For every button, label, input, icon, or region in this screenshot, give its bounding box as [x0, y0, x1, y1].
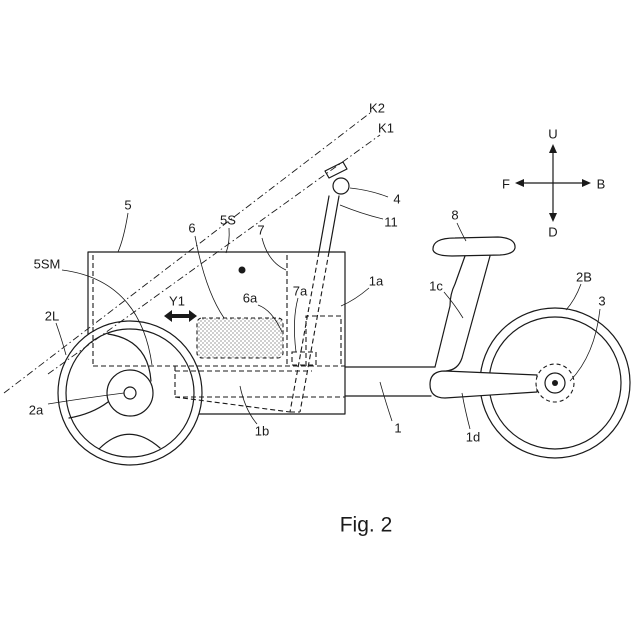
steering-column — [290, 196, 339, 412]
direction-label-up: U — [548, 127, 557, 142]
leader-1b — [240, 386, 257, 424]
seat-tube — [435, 256, 490, 371]
reference-numeral-2B: 2B — [576, 270, 592, 285]
movement-arrow-label: Y1 — [169, 294, 185, 309]
handlebar — [325, 162, 349, 194]
reference-numeral-5S: 5S — [220, 213, 236, 228]
front-frame-section — [306, 316, 341, 366]
leader-11 — [340, 205, 383, 219]
reference-numeral-6a: 6a — [243, 291, 258, 306]
direction-label-front: F — [502, 177, 510, 192]
leader-1 — [380, 382, 392, 421]
direction-label-back: B — [597, 177, 606, 192]
arrow-up-icon — [549, 144, 557, 153]
front-wheel — [58, 321, 202, 465]
saddle — [433, 237, 515, 256]
seat-tube-front-edge — [435, 256, 465, 367]
reference-numeral-6: 6 — [188, 221, 195, 236]
battery-unit — [197, 318, 283, 358]
leader-1d — [462, 393, 470, 429]
reference-numeral-2L: 2L — [45, 309, 59, 324]
front-wheel-tire — [58, 321, 202, 465]
storage-space-point — [239, 267, 246, 274]
steering-column-front-edge — [319, 196, 329, 252]
handlebar-grip — [333, 178, 349, 194]
reference-numeral-5: 5 — [124, 198, 131, 213]
leader-2B — [566, 284, 581, 310]
reference-numeral-1a: 1a — [369, 274, 384, 289]
handlebar-bar — [325, 162, 347, 178]
reference-numeral-1: 1 — [394, 421, 401, 436]
rear-hub-axle — [552, 380, 558, 386]
leader-7a — [294, 298, 298, 352]
reference-numeral-1b: 1b — [255, 424, 269, 439]
reference-numeral-7a: 7a — [293, 284, 308, 299]
arrow-left-icon — [515, 179, 524, 187]
arrow-down-icon — [549, 213, 557, 222]
steering-column-rear-edge — [329, 196, 339, 252]
rear-hub — [536, 364, 574, 402]
leader-1c — [444, 292, 463, 318]
reference-numeral-2a: 2a — [29, 403, 44, 418]
reference-numeral-7: 7 — [257, 223, 264, 238]
reference-numeral-1c: 1c — [429, 279, 443, 294]
double-arrow-icon — [164, 310, 197, 322]
leader-7 — [262, 238, 286, 270]
reference-numeral-8: 8 — [451, 208, 458, 223]
leader-4 — [350, 188, 388, 197]
leader-5 — [118, 213, 128, 252]
reference-line-label-k1: K1 — [378, 121, 394, 136]
controller-part — [292, 352, 316, 365]
seat-tube-rear-edge — [446, 256, 490, 371]
reference-numeral-1d: 1d — [466, 430, 480, 445]
direction-label-down: D — [548, 225, 557, 240]
direction-indicator — [515, 144, 591, 222]
reference-line-label-k2: K2 — [369, 101, 385, 116]
reference-numeral-4: 4 — [393, 192, 400, 207]
arrow-right-icon — [582, 179, 591, 187]
leader-6 — [195, 236, 224, 318]
reference-numeral-3: 3 — [598, 294, 605, 309]
leader-2L — [56, 323, 66, 355]
leader-5S — [226, 228, 229, 253]
figure-caption: Fig. 2 — [340, 514, 393, 537]
reference-numeral-11: 11 — [384, 215, 398, 230]
reference-numeral-5SM: 5SM — [34, 257, 61, 272]
